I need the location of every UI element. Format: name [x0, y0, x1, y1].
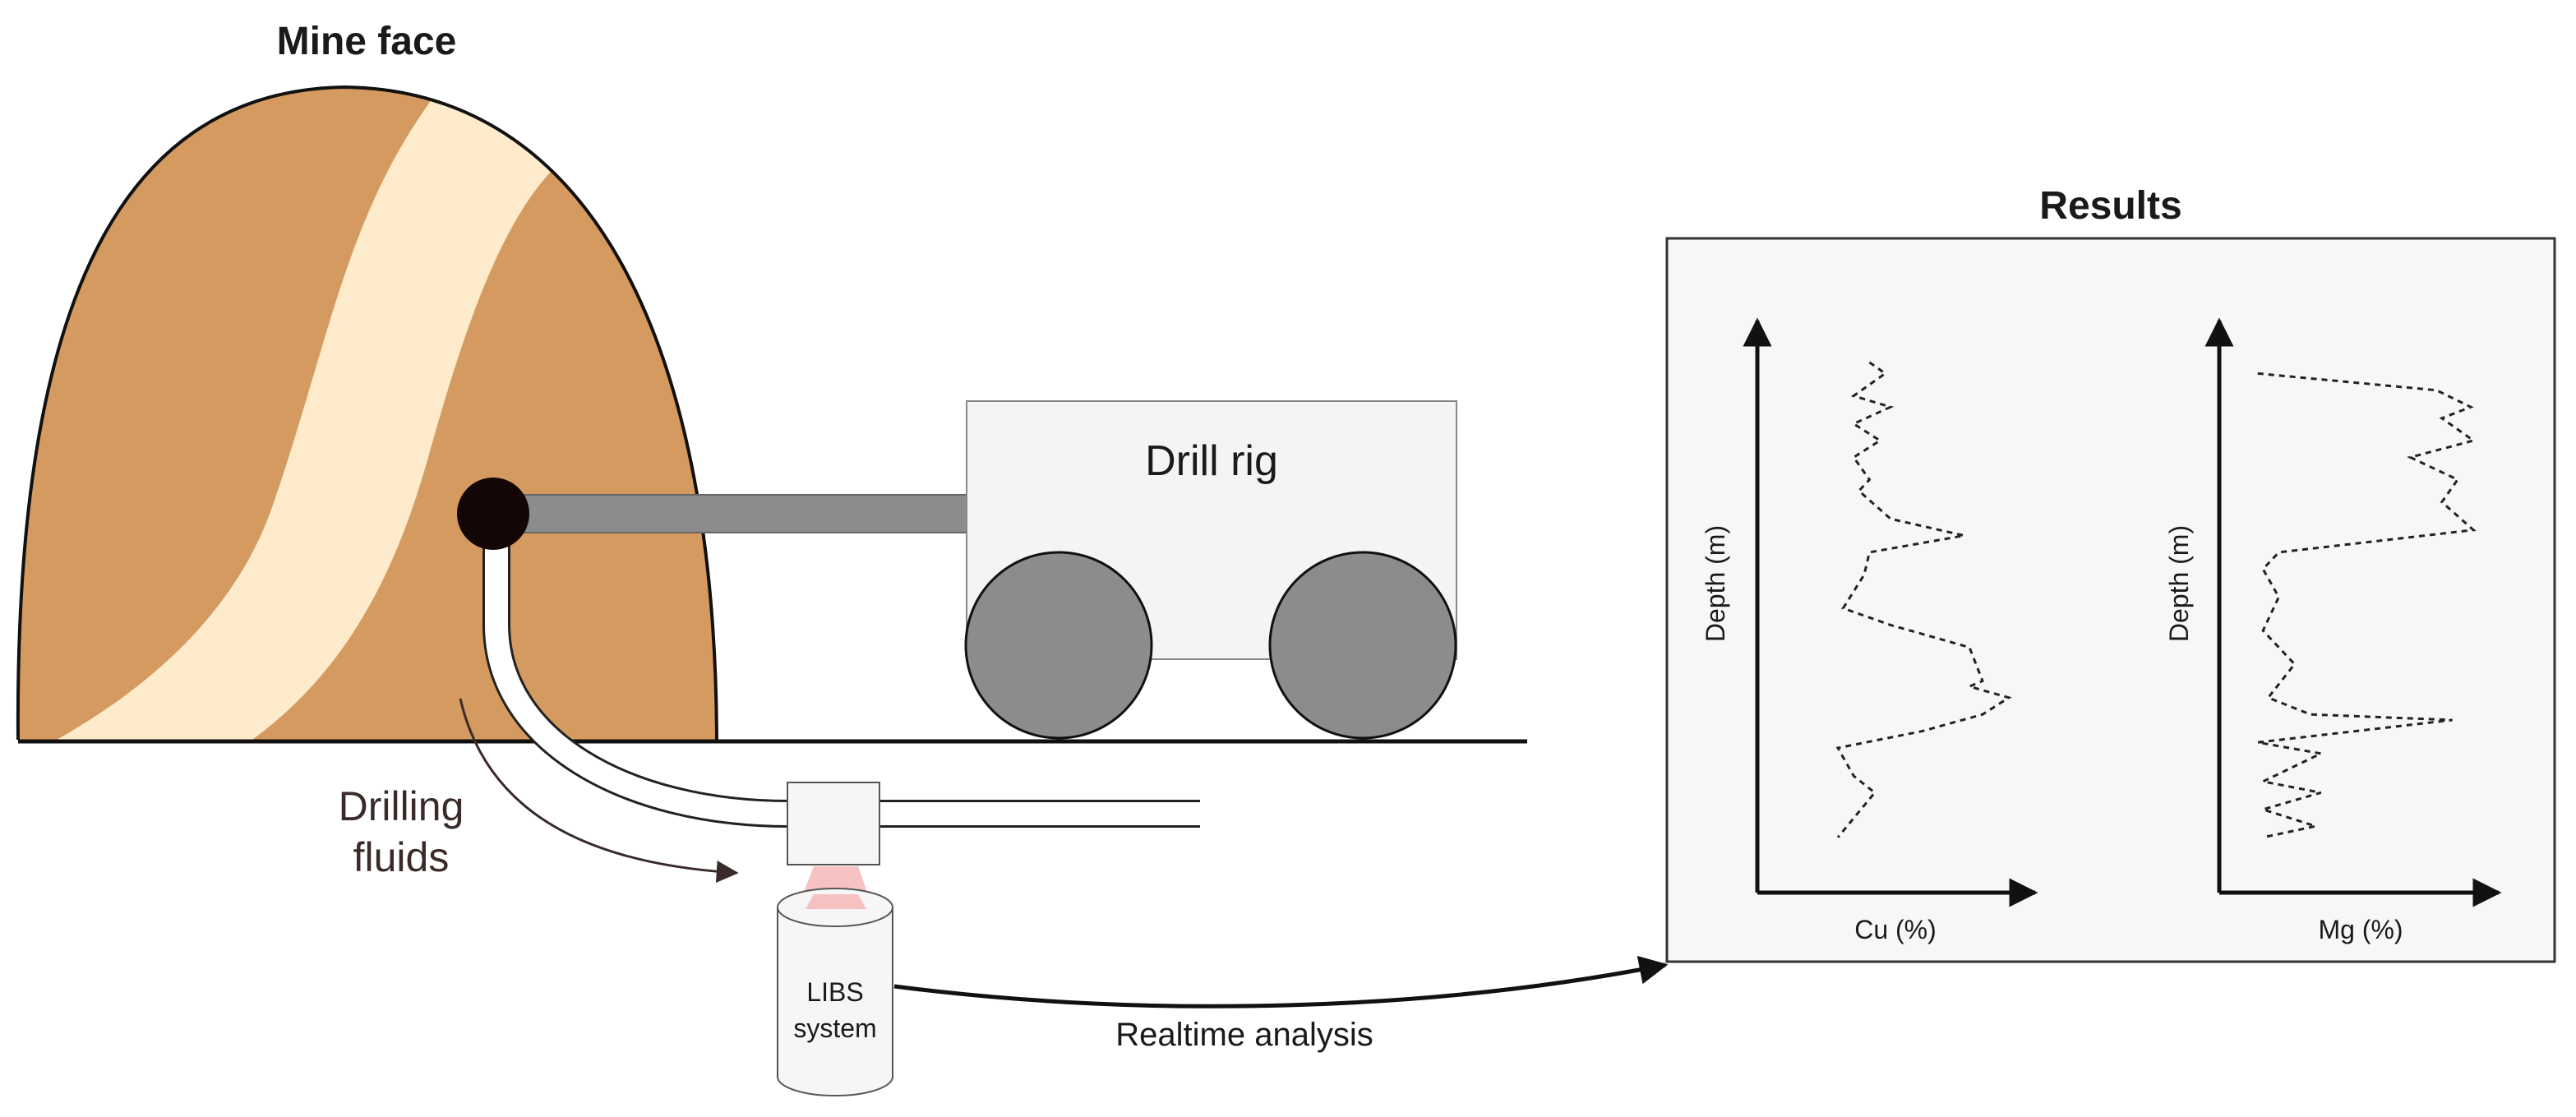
- results-title: Results: [2039, 184, 2181, 228]
- drill-rig-wheel-left: [964, 551, 1153, 740]
- drilling-fluids-label-line2: fluids: [353, 834, 450, 880]
- libs-label-line2: system: [793, 1013, 876, 1043]
- mg-depth-chart: Mg (%) Depth (m): [2164, 317, 2502, 944]
- mine-face-rock: [16, 85, 718, 741]
- drill-rig-wheel-right: [1268, 551, 1457, 740]
- results-panel: [1665, 237, 2556, 963]
- drill-boom: [492, 494, 969, 533]
- realtime-analysis-label: Realtime analysis: [1115, 1017, 1373, 1053]
- ore-vein: [49, 92, 575, 740]
- cu-x-label: Cu (%): [1854, 915, 1937, 944]
- libs-label-line1: LIBS: [806, 977, 863, 1007]
- drilling-fluids-arrow: [459, 698, 739, 883]
- drill-rig-label: Drill rig: [1145, 437, 1278, 485]
- mg-y-label: Depth (m): [2164, 525, 2194, 642]
- cu-y-label: Depth (m): [1701, 525, 1730, 642]
- cu-profile-line: [1835, 361, 2012, 838]
- libs-system: LIBS system: [777, 888, 893, 1096]
- cu-depth-chart: Cu (%) Depth (m): [1701, 317, 2038, 944]
- drill-hole: [457, 478, 529, 550]
- drill-rig: Drill rig: [964, 400, 1457, 740]
- mine-face-title: Mine face: [277, 20, 457, 63]
- mg-profile-line: [2257, 372, 2477, 839]
- fluid-hose: [482, 542, 1200, 828]
- sensor-box: [787, 782, 880, 865]
- drilling-fluids-label-line1: Drilling: [339, 783, 464, 829]
- realtime-analysis-arrow: [893, 955, 1669, 1009]
- mg-x-label: Mg (%): [2318, 915, 2403, 944]
